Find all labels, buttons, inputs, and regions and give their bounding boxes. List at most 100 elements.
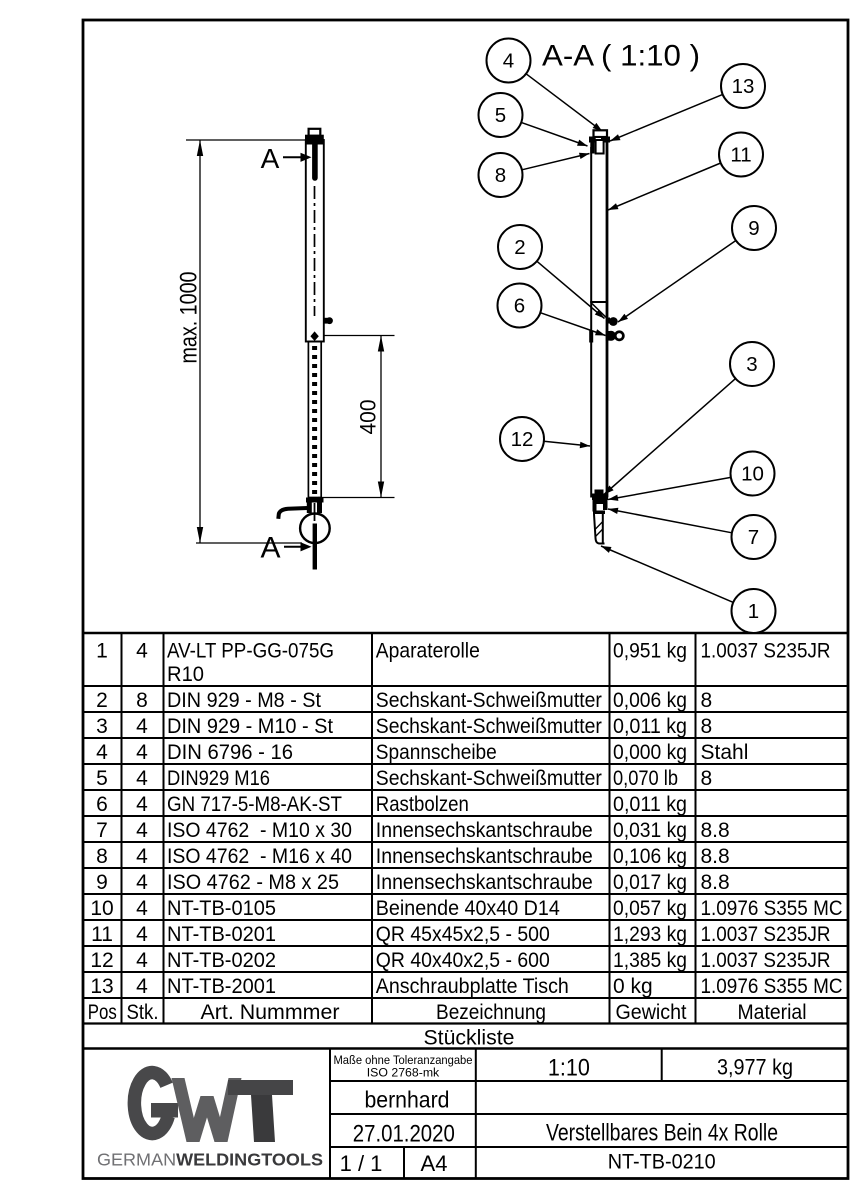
svg-text:8.8: 8.8 — [701, 819, 730, 842]
svg-text:4: 4 — [136, 897, 148, 920]
svg-text:Sechskant-Schweißmutter: Sechskant-Schweißmutter — [376, 767, 602, 790]
svg-text:Anschraubplatte Tisch: Anschraubplatte Tisch — [376, 975, 569, 998]
svg-text:7: 7 — [748, 526, 759, 549]
svg-text:4: 4 — [136, 793, 148, 816]
svg-text:12: 12 — [511, 428, 534, 451]
svg-text:Pos: Pos — [88, 1000, 117, 1024]
svg-text:4: 4 — [136, 949, 148, 972]
svg-text:Gewicht: Gewicht — [616, 1000, 687, 1024]
svg-text:11: 11 — [730, 144, 751, 167]
svg-text:A: A — [260, 532, 280, 565]
svg-text:NT-TB-0202: NT-TB-0202 — [167, 949, 276, 972]
svg-text:0,006 kg: 0,006 kg — [613, 689, 687, 712]
svg-text:0,951 kg: 0,951 kg — [613, 640, 687, 663]
svg-text:ISO 4762 - M16 x 40: ISO 4762 - M16 x 40 — [167, 845, 352, 868]
svg-text:Sechskant-Schweißmutter: Sechskant-Schweißmutter — [376, 689, 602, 712]
svg-text:1.0037 S235JR: 1.0037 S235JR — [701, 949, 831, 972]
svg-text:DIN929 M16: DIN929 M16 — [167, 767, 270, 790]
svg-text:NT-TB-2001: NT-TB-2001 — [167, 975, 276, 998]
svg-text:2: 2 — [514, 236, 525, 259]
svg-text:1.0976 S355 MC: 1.0976 S355 MC — [701, 897, 843, 920]
svg-text:9: 9 — [96, 871, 108, 894]
svg-text:NT-TB-0210: NT-TB-0210 — [608, 1151, 716, 1174]
svg-text:max. 1000: max. 1000 — [176, 272, 203, 364]
svg-text:0,106 kg: 0,106 kg — [613, 845, 687, 868]
svg-text:8.8: 8.8 — [701, 845, 730, 868]
svg-text:8: 8 — [701, 715, 713, 738]
svg-text:ISO 4762 - M10 x 30: ISO 4762 - M10 x 30 — [167, 819, 352, 842]
svg-text:Stahl: Stahl — [701, 741, 749, 764]
svg-text:Spannscheibe: Spannscheibe — [376, 741, 497, 764]
svg-text:9: 9 — [748, 217, 759, 240]
svg-text:4: 4 — [136, 640, 148, 663]
svg-text:3: 3 — [96, 715, 108, 738]
svg-text:ISO 4762 - M8 x 25: ISO 4762 - M8 x 25 — [167, 871, 339, 894]
svg-text:DIN 929 - M10 - St: DIN 929 - M10 - St — [167, 715, 333, 738]
svg-text:Rastbolzen: Rastbolzen — [376, 793, 469, 816]
svg-text:bernhard: bernhard — [365, 1086, 450, 1112]
svg-text:3: 3 — [746, 353, 757, 376]
svg-text:4: 4 — [136, 975, 148, 998]
svg-text:NT-TB-0105: NT-TB-0105 — [167, 897, 276, 920]
svg-text:0,031 kg: 0,031 kg — [613, 819, 687, 842]
svg-text:Stk.: Stk. — [127, 1000, 159, 1024]
svg-text:Art. Nummmer: Art. Nummmer — [201, 1000, 340, 1024]
svg-text:8.8: 8.8 — [701, 871, 730, 894]
svg-text:Innensechskantschraube: Innensechskantschraube — [376, 845, 593, 868]
svg-text:4: 4 — [136, 871, 148, 894]
svg-text:R10: R10 — [167, 663, 204, 686]
svg-text:0,017 kg: 0,017 kg — [613, 871, 687, 894]
svg-text:8: 8 — [701, 767, 713, 790]
svg-text:A-A ( 1:10 ): A-A ( 1:10 ) — [542, 40, 700, 73]
svg-text:13: 13 — [90, 975, 113, 998]
svg-text:QR 45x45x2,5 - 500: QR 45x45x2,5 - 500 — [376, 923, 550, 946]
svg-text:8: 8 — [495, 164, 506, 187]
svg-text:0,070 lb: 0,070 lb — [613, 767, 678, 790]
svg-text:6: 6 — [514, 295, 525, 318]
svg-text:2: 2 — [96, 689, 108, 712]
svg-text:1.0037 S235JR: 1.0037 S235JR — [701, 640, 831, 663]
svg-text:ISO 2768-mk: ISO 2768-mk — [367, 1066, 440, 1080]
svg-text:4: 4 — [96, 741, 108, 764]
svg-text:7: 7 — [96, 819, 108, 842]
svg-text:0,011 kg: 0,011 kg — [613, 793, 687, 816]
svg-text:Innensechskantschraube: Innensechskantschraube — [376, 871, 593, 894]
svg-text:0,057 kg: 0,057 kg — [613, 897, 687, 920]
svg-text:27.01.2020: 27.01.2020 — [353, 1120, 455, 1147]
svg-text:1 / 1: 1 / 1 — [340, 1151, 383, 1176]
svg-text:1.0037 S235JR: 1.0037 S235JR — [701, 923, 831, 946]
svg-text:1:10: 1:10 — [548, 1054, 590, 1081]
svg-text:4: 4 — [136, 923, 148, 946]
svg-text:DIN 929 - M8 - St: DIN 929 - M8 - St — [167, 689, 321, 712]
svg-text:Bezeichnung: Bezeichnung — [436, 1000, 546, 1024]
svg-text:4: 4 — [136, 819, 148, 842]
svg-text:13: 13 — [732, 75, 755, 98]
svg-text:1: 1 — [96, 640, 108, 663]
svg-text:Stückliste: Stückliste — [424, 1025, 515, 1049]
svg-text:Aparaterolle: Aparaterolle — [376, 640, 480, 663]
svg-text:4: 4 — [136, 715, 148, 738]
svg-text:Innensechskantschraube: Innensechskantschraube — [376, 819, 593, 842]
svg-text:10: 10 — [90, 897, 113, 920]
svg-text:Material: Material — [738, 1000, 807, 1024]
svg-text:DIN 6796 - 16: DIN 6796 - 16 — [167, 741, 293, 764]
svg-text:10: 10 — [741, 463, 764, 486]
svg-text:Verstellbares Bein 4x Rolle: Verstellbares Bein 4x Rolle — [546, 1119, 778, 1146]
svg-text:Sechskant-Schweißmutter: Sechskant-Schweißmutter — [376, 715, 602, 738]
svg-text:0 kg: 0 kg — [613, 975, 653, 998]
svg-text:GN 717-5-M8-AK-ST: GN 717-5-M8-AK-ST — [167, 793, 342, 816]
svg-text:1,385 kg: 1,385 kg — [613, 949, 687, 972]
svg-text:1: 1 — [748, 600, 759, 623]
svg-text:5: 5 — [495, 104, 506, 127]
svg-text:NT-TB-0201: NT-TB-0201 — [167, 923, 276, 946]
svg-text:0,011 kg: 0,011 kg — [613, 715, 687, 738]
svg-text:AV-LT PP-GG-075G: AV-LT PP-GG-075G — [167, 640, 334, 663]
svg-text:Beinende 40x40 D14: Beinende 40x40 D14 — [376, 897, 560, 920]
svg-text:5: 5 — [96, 767, 108, 790]
svg-text:Maße ohne Toleranzangabe: Maße ohne Toleranzangabe — [334, 1053, 473, 1067]
svg-text:A4: A4 — [421, 1151, 448, 1176]
svg-text:8: 8 — [701, 689, 713, 712]
svg-text:4: 4 — [136, 741, 148, 764]
svg-text:6: 6 — [96, 793, 108, 816]
